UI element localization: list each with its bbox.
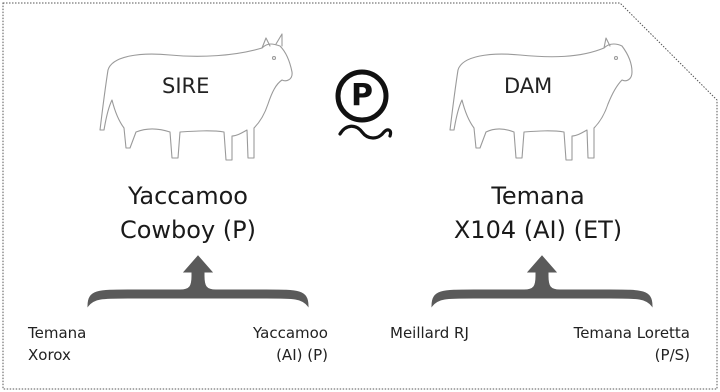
dam-parent-right: Temana Loretta (P/S) (530, 322, 690, 366)
polled-symbol-letter: P (351, 78, 373, 113)
dam-parent-right-line2: (P/S) (654, 346, 690, 364)
dam-cow-icon (449, 37, 633, 161)
sire-name-line-1: Yaccamoo (128, 182, 248, 210)
sire-tag: SIRE (162, 74, 210, 98)
sire-parent-right-line1: Yaccamoo (253, 324, 328, 342)
sire-parent-right: Yaccamoo (AI) (P) (228, 322, 328, 366)
sire-name-line-2: Cowboy (P) (119, 216, 257, 244)
dam-name-line-1: Temana (491, 182, 585, 210)
dam-parent-left-line1: Meillard RJ (390, 324, 469, 342)
sire-parent-left-line2: Xorox (28, 346, 71, 364)
sire-inheritance-arrow (87, 255, 309, 308)
dam-parent-left: Meillard RJ (390, 322, 469, 344)
dam-inheritance-arrow (431, 255, 653, 308)
sire-cow-icon (99, 33, 293, 161)
sire-parent-left: Temana Xorox (28, 322, 86, 366)
sire-parent-right-line2: (AI) (P) (276, 346, 328, 364)
dam-parent-right-line1: Temana Loretta (573, 324, 690, 342)
sire-parent-left-line1: Temana (28, 324, 87, 342)
dam-tag: DAM (504, 74, 553, 98)
dam-name-line-2: X104 (AI) (ET) (453, 216, 623, 244)
polled-icon (335, 69, 393, 140)
